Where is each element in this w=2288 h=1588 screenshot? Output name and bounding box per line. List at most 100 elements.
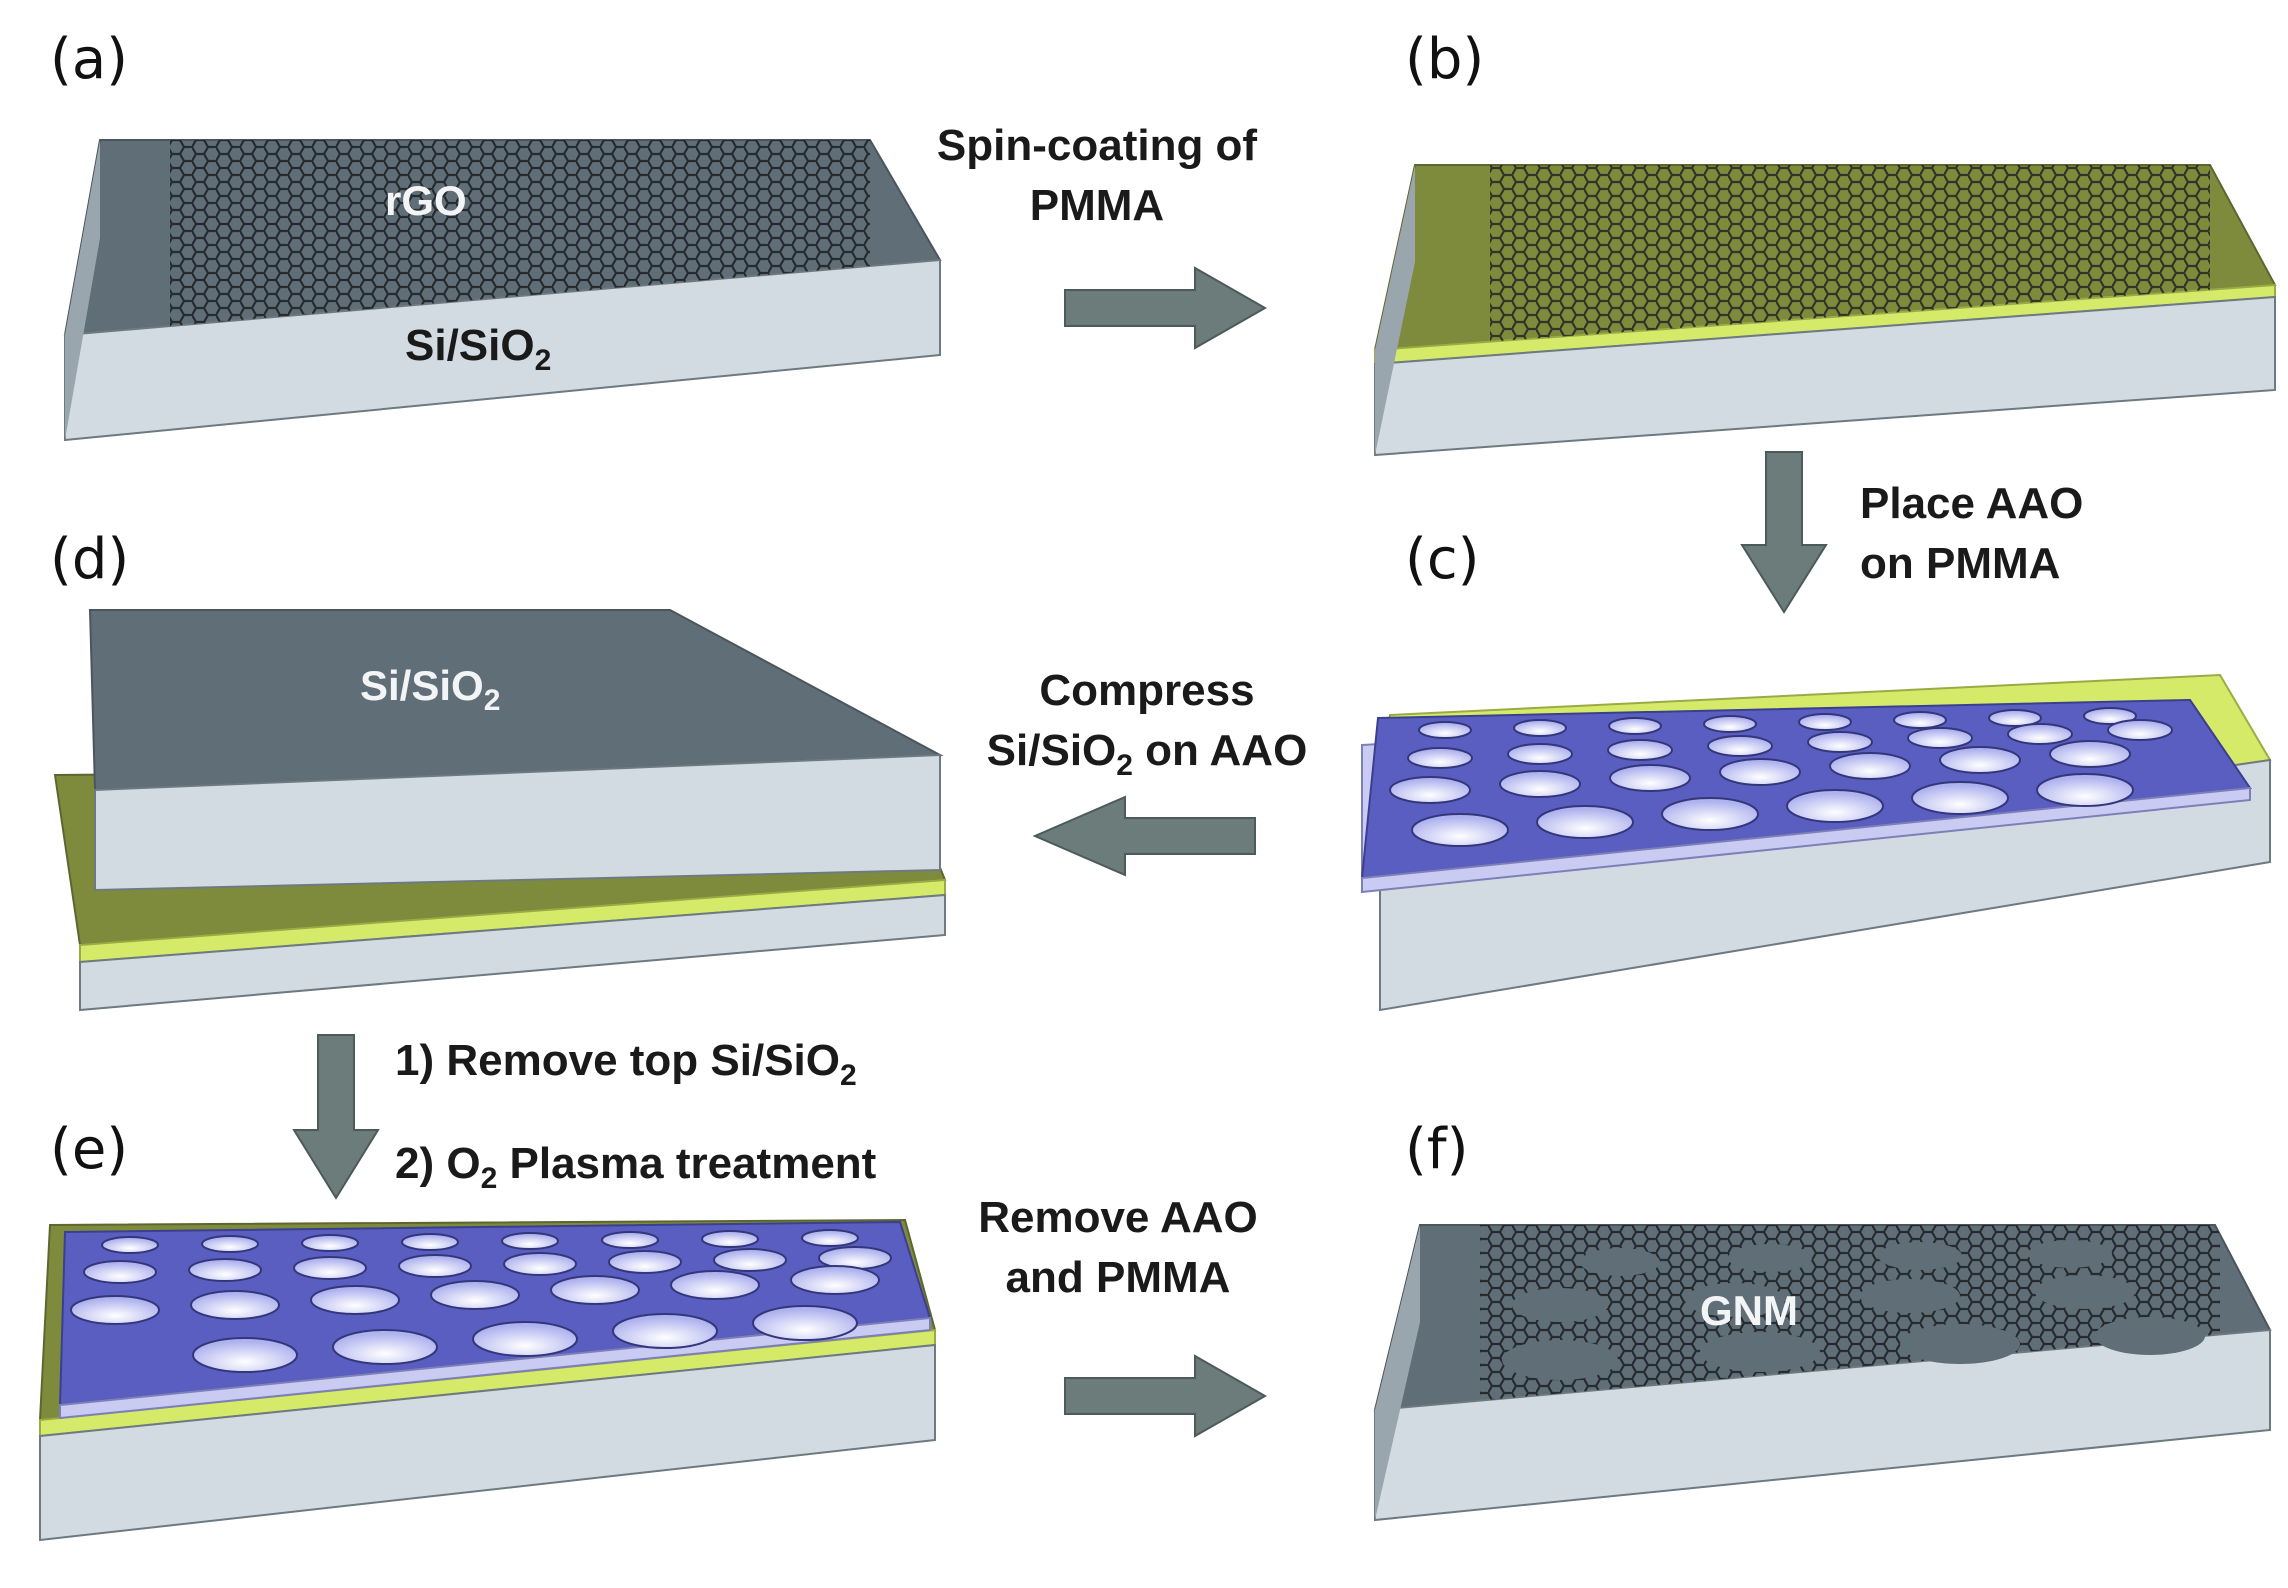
aao-pore <box>293 1256 367 1280</box>
step-a-to-b: Spin-coating of PMMA <box>937 121 1268 350</box>
aao-pore <box>310 1285 400 1315</box>
aao-pore <box>401 1233 459 1251</box>
step-e-to-f-line2: and PMMA <box>1006 1253 1231 1302</box>
arrow-right-icon <box>1064 1354 1268 1438</box>
aao-pore <box>1609 764 1691 792</box>
gnm-hole <box>1728 1244 1812 1272</box>
aao-pore <box>1661 797 1759 831</box>
gnm-holes <box>1502 1240 2205 1380</box>
top-substrate-side <box>94 753 941 892</box>
aao-pore <box>2083 707 2137 725</box>
gnm-hole <box>2035 1275 2135 1309</box>
panel-a: (a) rGO Si/SiO2 <box>50 27 942 442</box>
panel-d: (d) Si/SiO2 <box>50 527 947 1012</box>
gnm-hole <box>2095 1317 2205 1355</box>
aao-pore <box>2007 723 2073 745</box>
aao-pore <box>612 1313 718 1349</box>
arrow-down-icon <box>292 1034 380 1200</box>
aao-pores <box>70 1229 892 1373</box>
aao-pore <box>713 1248 787 1272</box>
substrate-left-edge <box>1375 165 1415 455</box>
panel-c-label: (c) <box>1405 527 1479 592</box>
substrate-left-edge <box>1375 1225 1420 1520</box>
panel-e-label: (e) <box>50 1117 128 1182</box>
aao-pore <box>301 1234 359 1252</box>
aao-pore <box>332 1329 438 1365</box>
step-d-to-e: 1) Remove top Si/SiO2 2) O2 Plasma treat… <box>292 1034 877 1200</box>
step-c-to-d: Compress Si/SiO2 on AAO <box>987 666 1307 877</box>
gnm-hole <box>1580 1248 1660 1276</box>
step-b-to-c-line1: Place AAO <box>1860 479 2083 528</box>
step-a-to-b-line2: PMMA <box>1030 181 1164 230</box>
gnm-hole <box>1700 1332 1820 1372</box>
step-b-to-c-line2: on PMMA <box>1860 539 2060 588</box>
gnm-hole <box>1685 1283 1785 1317</box>
aao-pore <box>1829 752 1911 780</box>
aao-edge <box>59 1316 931 1420</box>
step-a-to-b-line1: Spin-coating of <box>937 121 1258 170</box>
aao-pore <box>790 1265 880 1295</box>
aao-pore <box>1719 758 1801 786</box>
aao-pore <box>190 1290 280 1320</box>
aao-pore <box>1798 713 1852 731</box>
top-substrate-label: Si/SiO2 <box>360 662 500 717</box>
aao-pore <box>1707 735 1773 757</box>
aao-pore <box>801 1229 859 1247</box>
aao-pore <box>1786 789 1884 823</box>
gnm-label: GNM <box>1700 1287 1798 1334</box>
arrow-left-icon <box>1032 795 1256 877</box>
gnm-hole <box>1900 1324 2020 1364</box>
aao-pore <box>752 1305 858 1341</box>
aao-pore <box>201 1235 259 1253</box>
aao-pore <box>1988 709 2042 727</box>
aao-pore <box>1907 727 1973 749</box>
panel-f-label: (f) <box>1405 1117 1468 1182</box>
aao-pores <box>1389 707 2173 847</box>
aao-pore <box>101 1236 159 1254</box>
step-e-to-f: Remove AAO and PMMA <box>978 1193 1268 1438</box>
aao-pore <box>398 1254 472 1278</box>
aao-pore <box>70 1295 160 1325</box>
aao-pore <box>1703 715 1757 733</box>
panel-f: (f) GNM <box>1373 1117 2272 1522</box>
aao-pore <box>2036 773 2134 807</box>
aao-pore <box>1939 746 2021 774</box>
aao-pore <box>2049 740 2131 768</box>
panel-b-label: (b) <box>1405 27 1484 92</box>
substrate-side <box>79 893 946 1012</box>
aao-pore <box>1411 813 1509 847</box>
aao-pore <box>670 1270 760 1300</box>
step-d-to-e-line2: 2) O2 Plasma treatment <box>395 1139 877 1195</box>
aao-pore <box>501 1232 559 1250</box>
aao-pore <box>1389 776 1471 804</box>
aao-pore <box>2107 719 2173 741</box>
aao-pore <box>83 1260 157 1284</box>
aao-pore <box>1513 719 1567 737</box>
substrate-left-edge <box>65 140 100 440</box>
aao-pore <box>1893 711 1947 729</box>
step-d-to-e-line1: 1) Remove top Si/SiO2 <box>395 1036 857 1092</box>
aao-pore <box>1911 781 2009 815</box>
gnm-hole <box>1502 1340 1618 1380</box>
step-e-to-f-line1: Remove AAO <box>978 1193 1258 1242</box>
aao-pore <box>608 1250 682 1274</box>
substrate-side <box>39 1343 936 1542</box>
aao-pore <box>1407 747 1473 769</box>
arrow-right-icon <box>1064 266 1268 350</box>
gnm-hole <box>1860 1279 1960 1313</box>
aao-pore <box>503 1252 577 1276</box>
substrate-label-a: Si/SiO2 <box>405 321 551 377</box>
gnm-hole <box>1512 1288 1608 1322</box>
aao-pore <box>192 1337 298 1373</box>
step-b-to-c: Place AAO on PMMA <box>1740 451 2083 614</box>
gnm-hole <box>2028 1240 2112 1268</box>
arrow-down-icon <box>1740 451 1828 614</box>
panel-e: (e) <box>38 1117 937 1542</box>
gnm-hole <box>1878 1242 1962 1270</box>
aao-pore <box>430 1280 520 1310</box>
aao-pore <box>1807 731 1873 753</box>
aao-pore <box>550 1275 640 1305</box>
aao-pore <box>188 1258 262 1282</box>
step-c-to-d-line1: Compress <box>1039 666 1254 715</box>
